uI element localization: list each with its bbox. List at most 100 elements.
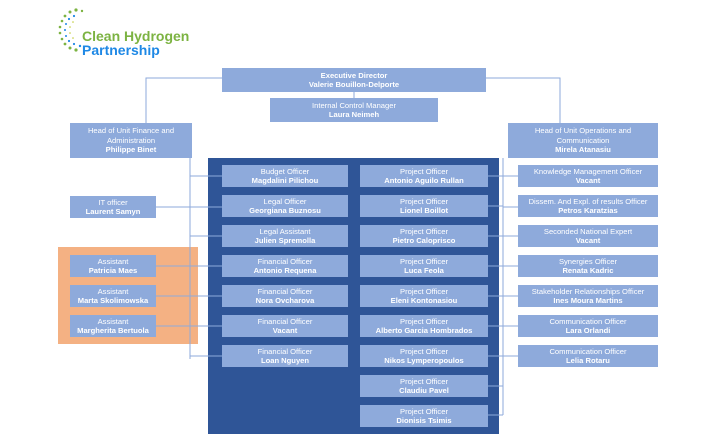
operations-staff-box: Communication Officer Lara Orlandi [518, 315, 658, 337]
it-officer-role: IT officer [98, 197, 128, 207]
operations-staff-box: Stakeholder Relationships Officer Ines M… [518, 285, 658, 307]
operations-staff-box: Communication Officer Lelia Rotaru [518, 345, 658, 367]
staff-role: Financial Officer [257, 346, 313, 356]
staff-name: Dionisis Tsimis [396, 416, 452, 425]
logo [56, 6, 186, 56]
staff-name: Loan Nguyen [260, 356, 310, 365]
operations-staff-box: Dissem. And Expl. of results Officer Pet… [518, 195, 658, 217]
finance-staff-box: Legal Officer Georgiana Buznosu [222, 195, 348, 217]
staff-name: Magdalini Pilichou [251, 176, 319, 185]
staff-name: Luca Feola [404, 266, 444, 275]
operations-staff-box: Synergies Officer Renata Kadric [518, 255, 658, 277]
logo-title-line1: Clean Hydrogen [82, 28, 190, 44]
staff-role: Legal Assistant [259, 226, 311, 236]
staff-name: Alberto Garcia Hombrados [375, 326, 473, 335]
finance-staff-box: Financial Officer Loan Nguyen [222, 345, 348, 367]
staff-name: Vacant [272, 326, 298, 335]
head-operations-name: Mirela Atanasiu [555, 145, 611, 155]
staff-role: Financial Officer [257, 256, 313, 266]
finance-staff-box: Financial Officer Antonio Requena [222, 255, 348, 277]
head-operations-role: Head of Unit Operations and Communicatio… [534, 126, 632, 145]
project-officer-box: Project Officer Pietro Caloprisco [360, 225, 488, 247]
connector-exec-finance [145, 77, 222, 123]
finance-staff-box: Financial Officer Nora Ovcharova [222, 285, 348, 307]
staff-role: Project Officer [400, 406, 448, 416]
staff-role: Budget Officer [260, 166, 310, 176]
logo-title-line2: Partnership [82, 42, 160, 58]
staff-name: Georgiana Buznosu [249, 206, 321, 215]
staff-role: Legal Officer [263, 196, 307, 206]
staff-role: Project Officer [400, 376, 448, 386]
assistant-name: Patricia Maes [88, 266, 138, 275]
assistant-role: Assistant [97, 316, 129, 326]
staff-role: Financial Officer [257, 286, 313, 296]
staff-name: Petros Karatzias [558, 206, 618, 215]
head-finance-name: Philippe Binet [105, 145, 157, 155]
project-officer-box: Project Officer Alberto Garcia Hombrados [360, 315, 488, 337]
staff-role: Project Officer [400, 316, 448, 326]
executive-director-role: Executive Director [320, 70, 388, 80]
staff-role: Communication Officer [549, 316, 627, 326]
connector-exec-operations [486, 77, 561, 123]
staff-role: Knowledge Management Officer [533, 166, 643, 176]
staff-name: Claudiu Pavel [399, 386, 449, 395]
assistant-name: Margherita Bertuola [77, 326, 149, 335]
staff-name: Eleni Kontonasiou [390, 296, 458, 305]
staff-name: Lelia Rotaru [566, 356, 610, 365]
head-operations-box: Head of Unit Operations and Communicatio… [508, 123, 658, 158]
executive-director-box: Executive Director Valerie Bouillon-Delp… [222, 68, 486, 92]
assistant-box: Assistant Marta Skolimowska [70, 285, 156, 307]
staff-name: Renata Kadric [562, 266, 614, 275]
project-officer-box: Project Officer Claudiu Pavel [360, 375, 488, 397]
project-officer-box: Project Officer Lionel Boillot [360, 195, 488, 217]
staff-role: Synergies Officer [558, 256, 618, 266]
staff-role: Project Officer [400, 286, 448, 296]
staff-name: Julien Spremolla [254, 236, 316, 245]
internal-control-name: Laura Neimeh [328, 110, 380, 119]
staff-name: Nora Ovcharova [255, 296, 315, 305]
internal-control-role: Internal Control Manager [312, 100, 396, 110]
staff-role: Project Officer [400, 166, 448, 176]
it-officer-name: Laurent Samyn [85, 207, 141, 216]
staff-role: Stakeholder Relationships Officer [531, 286, 645, 296]
project-officer-box: Project Officer Antonio Aguilo Rullan [360, 165, 488, 187]
staff-name: Lara Orlandi [565, 326, 611, 335]
project-officer-box: Project Officer Eleni Kontonasiou [360, 285, 488, 307]
project-officer-box: Project Officer Luca Feola [360, 255, 488, 277]
project-officer-box: Project Officer Dionisis Tsimis [360, 405, 488, 427]
staff-name: Vacant [575, 176, 601, 185]
operations-staff-box: Seconded National Expert Vacant [518, 225, 658, 247]
staff-name: Nikos Lymperopoulos [384, 356, 464, 365]
assistant-role: Assistant [97, 256, 129, 266]
staff-role: Financial Officer [257, 316, 313, 326]
staff-role: Dissem. And Expl. of results Officer [528, 196, 648, 206]
it-officer-box: IT officer Laurent Samyn [70, 196, 156, 218]
executive-director-name: Valerie Bouillon-Delporte [308, 80, 400, 89]
staff-name: Lionel Boillot [399, 206, 449, 215]
assistant-role: Assistant [97, 286, 129, 296]
assistant-box: Assistant Margherita Bertuola [70, 315, 156, 337]
finance-staff-box: Budget Officer Magdalini Pilichou [222, 165, 348, 187]
logo-dots-icon [58, 8, 84, 52]
staff-name: Vacant [575, 236, 601, 245]
staff-role: Seconded National Expert [543, 226, 633, 236]
staff-role: Project Officer [400, 226, 448, 236]
staff-role: Project Officer [400, 256, 448, 266]
head-finance-role: Head of Unit Finance and Administration [87, 126, 175, 145]
internal-control-box: Internal Control Manager Laura Neimeh [270, 98, 438, 122]
finance-staff-box: Legal Assistant Julien Spremolla [222, 225, 348, 247]
staff-name: Ines Moura Martins [553, 296, 623, 305]
project-officer-box: Project Officer Nikos Lymperopoulos [360, 345, 488, 367]
staff-role: Project Officer [400, 196, 448, 206]
finance-staff-box: Financial Officer Vacant [222, 315, 348, 337]
staff-role: Communication Officer [549, 346, 627, 356]
staff-role: Project Officer [400, 346, 448, 356]
staff-name: Antonio Aguilo Rullan [384, 176, 464, 185]
staff-name: Pietro Caloprisco [392, 236, 456, 245]
staff-name: Antonio Requena [253, 266, 317, 275]
operations-staff-box: Knowledge Management Officer Vacant [518, 165, 658, 187]
head-finance-box: Head of Unit Finance and Administration … [70, 123, 192, 158]
assistant-name: Marta Skolimowska [77, 296, 149, 305]
assistant-box: Assistant Patricia Maes [70, 255, 156, 277]
